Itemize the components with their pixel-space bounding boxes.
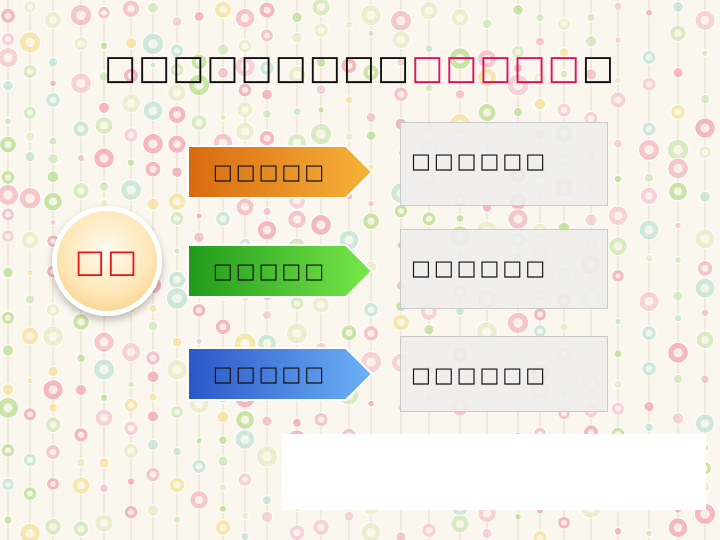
slide-title: □□□□□□□□□□□□□□□ — [0, 46, 720, 90]
blank-white-panel — [282, 434, 706, 510]
arrow-shape-green: □□□□□ — [186, 243, 374, 299]
center-circle-badge: □□ — [52, 206, 162, 316]
text-box-2-content: □□□□□□ — [411, 256, 549, 280]
arrow-green-graphic — [187, 244, 374, 298]
title-prefix: □□□□□□□□□ — [104, 48, 412, 88]
center-label: □□ — [74, 242, 140, 280]
arrow-orange-graphic — [187, 145, 374, 199]
arrow-label-3: □□□□□ — [212, 362, 328, 386]
arrow-shape-orange: □□□□□ — [186, 144, 374, 200]
text-box-1: □□□□□□ — [400, 122, 608, 206]
arrow-label-2: □□□□□ — [212, 259, 328, 283]
arrow-label-1: □□□□□ — [212, 160, 328, 184]
text-box-3-content: □□□□□□ — [411, 363, 549, 387]
title-accent: □□□□□ — [411, 48, 582, 88]
arrow-shape-blue: □□□□□ — [186, 346, 374, 402]
text-box-3: □□□□□□ — [400, 336, 608, 412]
arrow-blue-graphic — [187, 347, 374, 401]
text-box-1-content: □□□□□□ — [411, 149, 549, 173]
title-suffix: □ — [581, 48, 616, 88]
text-box-2: □□□□□□ — [400, 229, 608, 309]
